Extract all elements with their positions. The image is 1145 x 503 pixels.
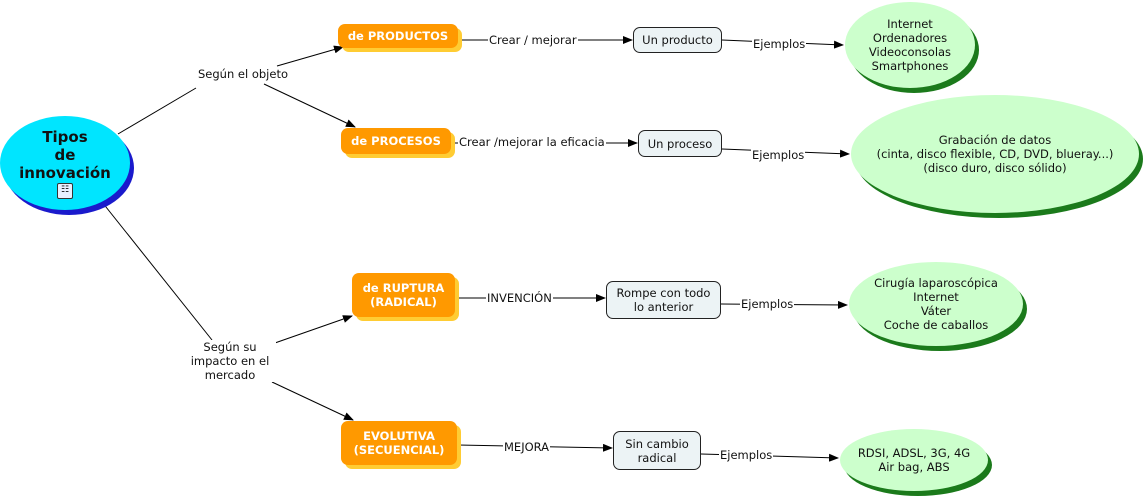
link-label-ejemplos-4: Ejemplos	[719, 448, 774, 462]
link-label-crear-mejorar: Crear / mejorar	[488, 33, 578, 47]
target-sin-cambio[interactable]: Sin cambio radical	[613, 431, 701, 470]
link-label-ejemplos-3: Ejemplos	[740, 297, 795, 311]
examples-ruptura[interactable]: Cirugía laparoscópica Internet Váter Coc…	[849, 262, 1023, 346]
root-title: Tipos de innovación	[19, 127, 111, 182]
arrow-branch2-evolutiva	[271, 381, 354, 421]
link-label-ejemplos-2: Ejemplos	[751, 148, 806, 162]
branch-label-objeto: Según el objeto	[197, 67, 289, 81]
examples-productos[interactable]: Internet Ordenadores Videoconsolas Smart…	[845, 2, 975, 88]
branch-label-mercado: Según su impacto en el mercado	[184, 340, 276, 382]
link-label-invencion: INVENCIÓN	[486, 291, 553, 305]
link-label-mejora: MEJORA	[503, 440, 551, 454]
line-root-branch2	[101, 201, 213, 341]
concept-map-icon[interactable]: ☷	[57, 182, 73, 199]
link-label-ejemplos-1: Ejemplos	[752, 37, 807, 51]
root-node[interactable]: Tipos de innovación ☷	[0, 116, 130, 210]
examples-procesos[interactable]: Grabación de datos (cinta, disco flexibl…	[851, 95, 1139, 213]
category-evolutiva[interactable]: EVOLUTIVA (SECUENCIAL)	[341, 421, 457, 465]
category-productos[interactable]: de PRODUCTOS	[338, 24, 458, 48]
examples-evolutiva[interactable]: RDSI, ADSL, 3G, 4G Air bag, ABS	[840, 429, 988, 491]
arrow-branch1-productos	[276, 45, 344, 67]
target-rompe-con-todo[interactable]: Rompe con todo lo anterior	[606, 281, 721, 319]
category-ruptura[interactable]: de RUPTURA (RADICAL)	[352, 273, 455, 317]
arrow-branch1-procesos	[263, 83, 356, 128]
link-label-crear-eficacia: Crear /mejorar la eficacia	[458, 135, 606, 149]
arrow-branch2-ruptura	[271, 315, 353, 345]
target-un-proceso[interactable]: Un proceso	[638, 130, 722, 157]
target-un-producto[interactable]: Un producto	[633, 27, 722, 53]
line-root-branch1	[117, 87, 197, 135]
category-procesos[interactable]: de PROCESOS	[341, 128, 451, 154]
